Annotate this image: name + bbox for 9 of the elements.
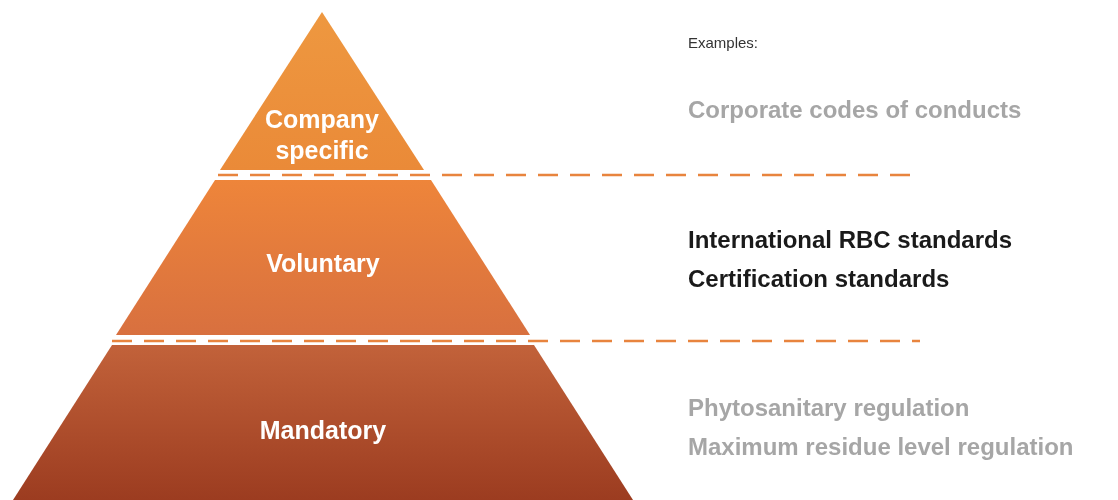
example-text: Certification standards <box>688 265 950 293</box>
example-text: International RBC standards <box>688 226 1013 254</box>
example-text: Maximum residue level regulation <box>688 433 1074 461</box>
tier-label: Voluntary <box>265 248 381 279</box>
tier-label: Company specific <box>265 104 379 166</box>
tier-label: Mandatory <box>258 415 388 446</box>
example-heading: Examples: <box>688 34 759 51</box>
example-text: Corporate codes of conducts <box>688 96 1022 124</box>
example-text: Phytosanitary regulation <box>688 394 970 422</box>
